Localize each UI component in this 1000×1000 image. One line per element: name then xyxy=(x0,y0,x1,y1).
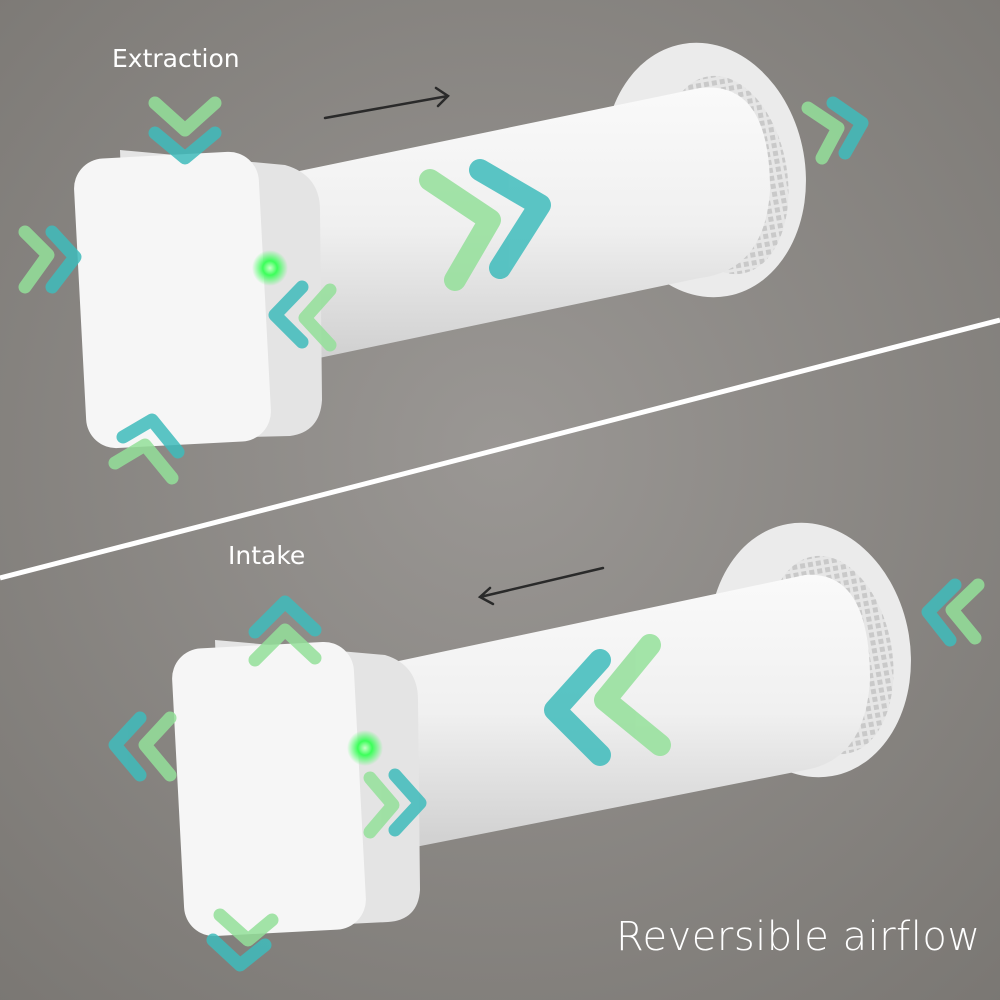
extraction-label: Extraction xyxy=(112,44,240,73)
chevron-right-icon xyxy=(469,159,551,279)
chevron-left-icon xyxy=(108,711,147,782)
divider-line xyxy=(0,317,1000,581)
arrow-left-icon xyxy=(477,566,605,606)
chevron-down-icon xyxy=(206,933,272,972)
chevron-right-icon xyxy=(826,96,869,160)
chevron-up-icon xyxy=(248,623,322,667)
face-plate xyxy=(74,151,271,449)
chevron-up-icon xyxy=(248,595,322,639)
chevron-down-icon xyxy=(148,126,222,165)
chevron-up-icon xyxy=(116,413,185,459)
face-plate xyxy=(172,641,366,937)
chevron-left-icon xyxy=(268,280,309,349)
chevron-down-icon xyxy=(148,96,222,137)
chevron-down-icon xyxy=(213,908,279,947)
arrow-right-icon xyxy=(323,86,450,120)
caption: Reversible airflow xyxy=(616,914,981,960)
chevron-right-icon xyxy=(388,768,427,837)
chevron-left-icon xyxy=(594,634,671,756)
chevron-right-icon xyxy=(45,225,82,294)
chevron-left-icon xyxy=(921,578,962,647)
chevron-right-icon xyxy=(363,771,400,839)
status-led xyxy=(347,730,383,766)
chevron-left-icon xyxy=(544,649,611,766)
chevron-up-icon xyxy=(108,438,179,485)
chevron-left-icon xyxy=(298,283,337,352)
chevron-left-icon xyxy=(138,711,177,782)
chevron-right-icon xyxy=(801,101,845,165)
chevron-right-icon xyxy=(18,225,55,294)
chevron-left-icon xyxy=(945,578,985,645)
chevron-right-icon xyxy=(419,169,501,291)
intake-label: Intake xyxy=(228,541,306,570)
status-led xyxy=(252,250,288,286)
